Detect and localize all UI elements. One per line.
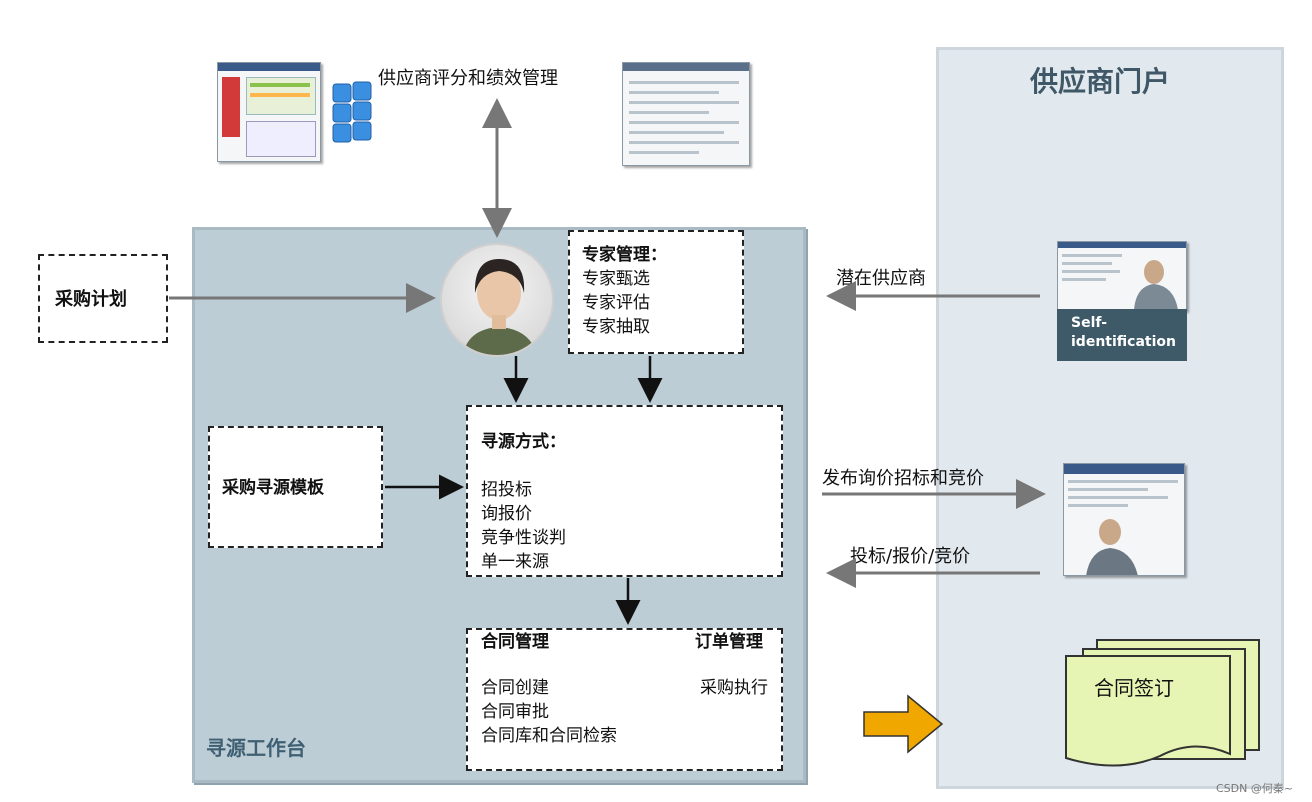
sourcing-method-item: 询报价	[481, 504, 532, 524]
publish-rfq-label: 发布询价招标和竞价	[822, 468, 984, 489]
purchase-plan-label: 采购计划	[55, 289, 127, 310]
contract-signing-arrow	[863, 694, 944, 754]
data-cube-icon	[332, 81, 372, 143]
form-screenshot	[622, 62, 750, 166]
sourcing-method-item: 单一来源	[481, 552, 549, 572]
dashboard-screenshot	[217, 62, 321, 162]
contract-document-icon	[1065, 655, 1231, 767]
sourcing-method-item: 竞争性谈判	[481, 528, 566, 548]
sourcing-workbench-title: 寻源工作台	[206, 736, 306, 760]
contract-order-box	[466, 628, 783, 771]
person-at-computer-icon	[1134, 260, 1178, 310]
bidding-site-screenshot	[1063, 463, 1185, 576]
self-identification-line2: identification	[1071, 334, 1176, 350]
watermark: CSDN @何秦~	[1216, 782, 1294, 795]
supplier-rating-label: 供应商评分和绩效管理	[378, 68, 558, 89]
order-item: 采购执行	[700, 678, 768, 698]
person-icon	[462, 259, 537, 355]
self-identification-screenshot	[1057, 241, 1187, 311]
buyer-avatar	[440, 243, 554, 357]
potential-supplier-label: 潜在供应商	[836, 268, 926, 289]
sourcing-methods-box	[466, 405, 783, 577]
sourcing-template-box	[208, 426, 383, 548]
expert-item: 专家甄选	[582, 269, 650, 289]
self-identification-line1: Self-	[1071, 315, 1108, 331]
expert-management-box	[568, 230, 744, 354]
purchase-plan-box	[38, 254, 168, 343]
sourcing-methods-title: 寻源方式：	[481, 432, 566, 452]
contract-item: 合同审批	[481, 702, 549, 722]
person-at-computer-icon	[1086, 519, 1138, 575]
expert-management-title: 专家管理：	[582, 245, 667, 265]
expert-item: 专家评估	[582, 293, 650, 313]
expert-item: 专家抽取	[582, 317, 650, 337]
contract-signing-label: 合同签订	[1094, 676, 1174, 700]
self-identification-caption: Self- identification	[1057, 309, 1187, 361]
bid-quote-label: 投标/报价/竞价	[850, 546, 971, 567]
contract-item: 合同库和合同检索	[481, 726, 617, 746]
supplier-portal-title: 供应商门户	[1030, 65, 1171, 98]
order-management-title: 订单管理	[695, 632, 763, 652]
sourcing-method-item: 招投标	[481, 480, 532, 500]
contract-management-title: 合同管理	[481, 632, 549, 652]
sourcing-template-label: 采购寻源模板	[222, 478, 324, 498]
contract-item: 合同创建	[481, 678, 549, 698]
